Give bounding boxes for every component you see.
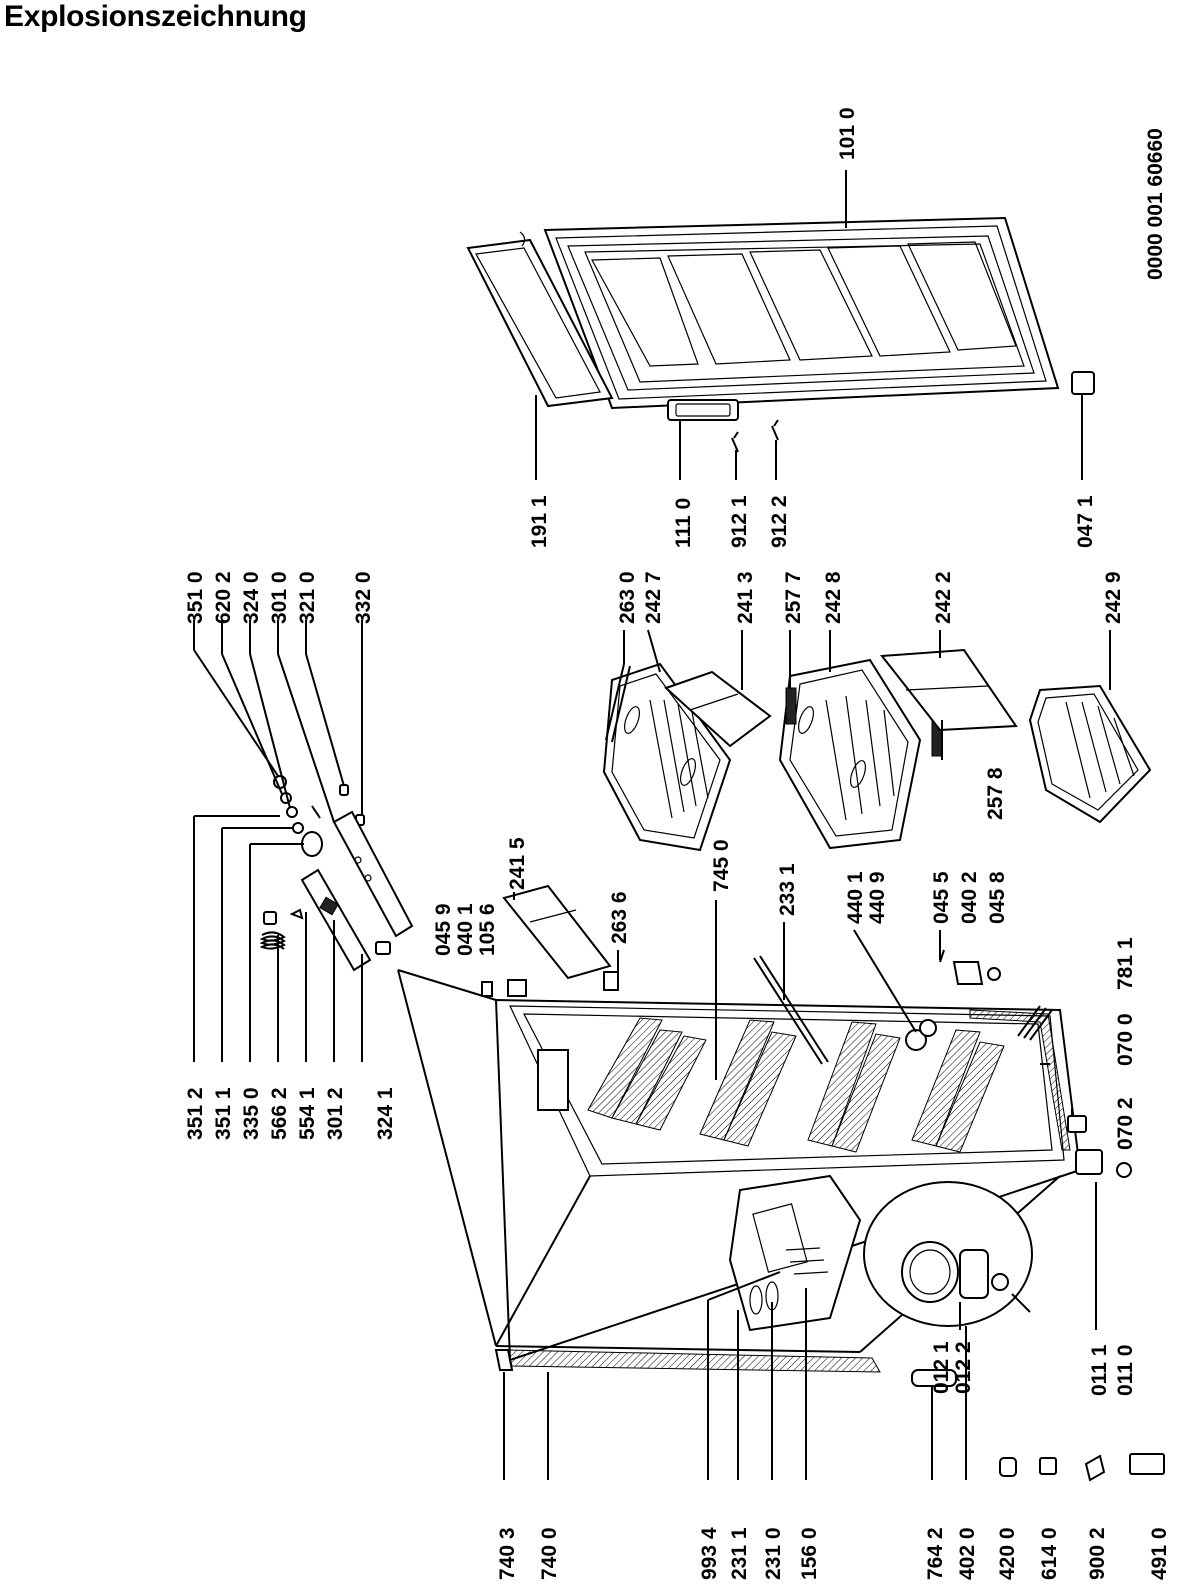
- part-label: 402 0: [956, 1527, 979, 1580]
- part-label: 241 3: [734, 571, 757, 624]
- part-label: 045 5: [930, 871, 953, 924]
- part-label: 257 8: [984, 767, 1007, 820]
- part-label: 301 0: [268, 571, 291, 624]
- part-label: 745 0: [710, 839, 733, 892]
- cabinet-body-illustration: [397, 884, 1165, 1482]
- part-label: 993 4: [698, 1527, 721, 1580]
- part-label: 047 1: [1074, 495, 1097, 548]
- part-label: 263 6: [608, 891, 631, 944]
- part-label: 045 8: [986, 871, 1009, 924]
- part-label: 351 0: [184, 571, 207, 624]
- part-label: 105 6: [476, 903, 499, 956]
- part-label: 440 1: [844, 871, 867, 924]
- part-label: 191 1: [528, 495, 551, 548]
- part-label: 351 2: [184, 1087, 207, 1140]
- part-label: 040 1: [454, 903, 477, 956]
- part-label: 012 2: [952, 1341, 975, 1394]
- part-label: 040 2: [958, 871, 981, 924]
- part-label: 242 8: [822, 571, 845, 624]
- part-label: 101 0: [836, 107, 859, 160]
- part-label: 070 2: [1114, 1097, 1137, 1150]
- part-label: 740 3: [496, 1527, 519, 1580]
- part-label: 156 0: [798, 1527, 821, 1580]
- part-label: 912 1: [728, 495, 751, 548]
- part-label: 324 0: [240, 571, 263, 624]
- part-label: 301 2: [324, 1087, 347, 1140]
- drawers-illustration: [602, 648, 1152, 852]
- part-label: 011 1: [1088, 1344, 1111, 1396]
- part-label: 554 1: [296, 1087, 319, 1140]
- part-label: 231 0: [762, 1527, 785, 1580]
- part-label: 242 9: [1102, 571, 1125, 624]
- part-label: 111 0: [672, 498, 695, 548]
- part-label: 070 0: [1114, 1013, 1137, 1066]
- part-label: 900 2: [1086, 1527, 1109, 1580]
- part-label: 351 1: [212, 1087, 235, 1140]
- part-label: 491 0: [1148, 1527, 1171, 1580]
- door-panel-illustration: [466, 216, 1095, 453]
- part-label: 764 2: [924, 1527, 947, 1580]
- thermostat-parts-illustration: [259, 775, 414, 972]
- part-label: 263 0: [616, 571, 639, 624]
- part-label: 781 1: [1114, 937, 1137, 990]
- diagram-title: Explosionszeichnung: [4, 0, 307, 33]
- part-label: 912 2: [768, 495, 791, 548]
- part-label: 740 0: [538, 1527, 561, 1580]
- part-label: 335 0: [240, 1087, 263, 1140]
- part-label: 242 2: [932, 571, 955, 624]
- part-label: 241 5: [506, 837, 529, 890]
- part-label: 324 1: [374, 1087, 397, 1140]
- part-label: 242 7: [642, 571, 665, 624]
- part-label: 045 9: [432, 903, 455, 956]
- part-label: 440 9: [866, 871, 889, 924]
- part-label: 332 0: [352, 571, 375, 624]
- leader-lines: [193, 170, 1111, 1480]
- part-label: 011 0: [1114, 1345, 1137, 1396]
- part-label: 257 7: [782, 571, 805, 624]
- part-label: 566 2: [268, 1087, 291, 1140]
- part-label: 620 2: [212, 571, 235, 624]
- part-label: 231 1: [728, 1527, 751, 1580]
- part-label: 420 0: [996, 1527, 1019, 1580]
- document-number: 0000 001 60660: [1144, 128, 1167, 280]
- part-label: 614 0: [1038, 1527, 1061, 1580]
- part-label: 321 0: [296, 571, 319, 624]
- part-label: 233 1: [776, 863, 799, 916]
- part-label: 012 1: [930, 1341, 953, 1394]
